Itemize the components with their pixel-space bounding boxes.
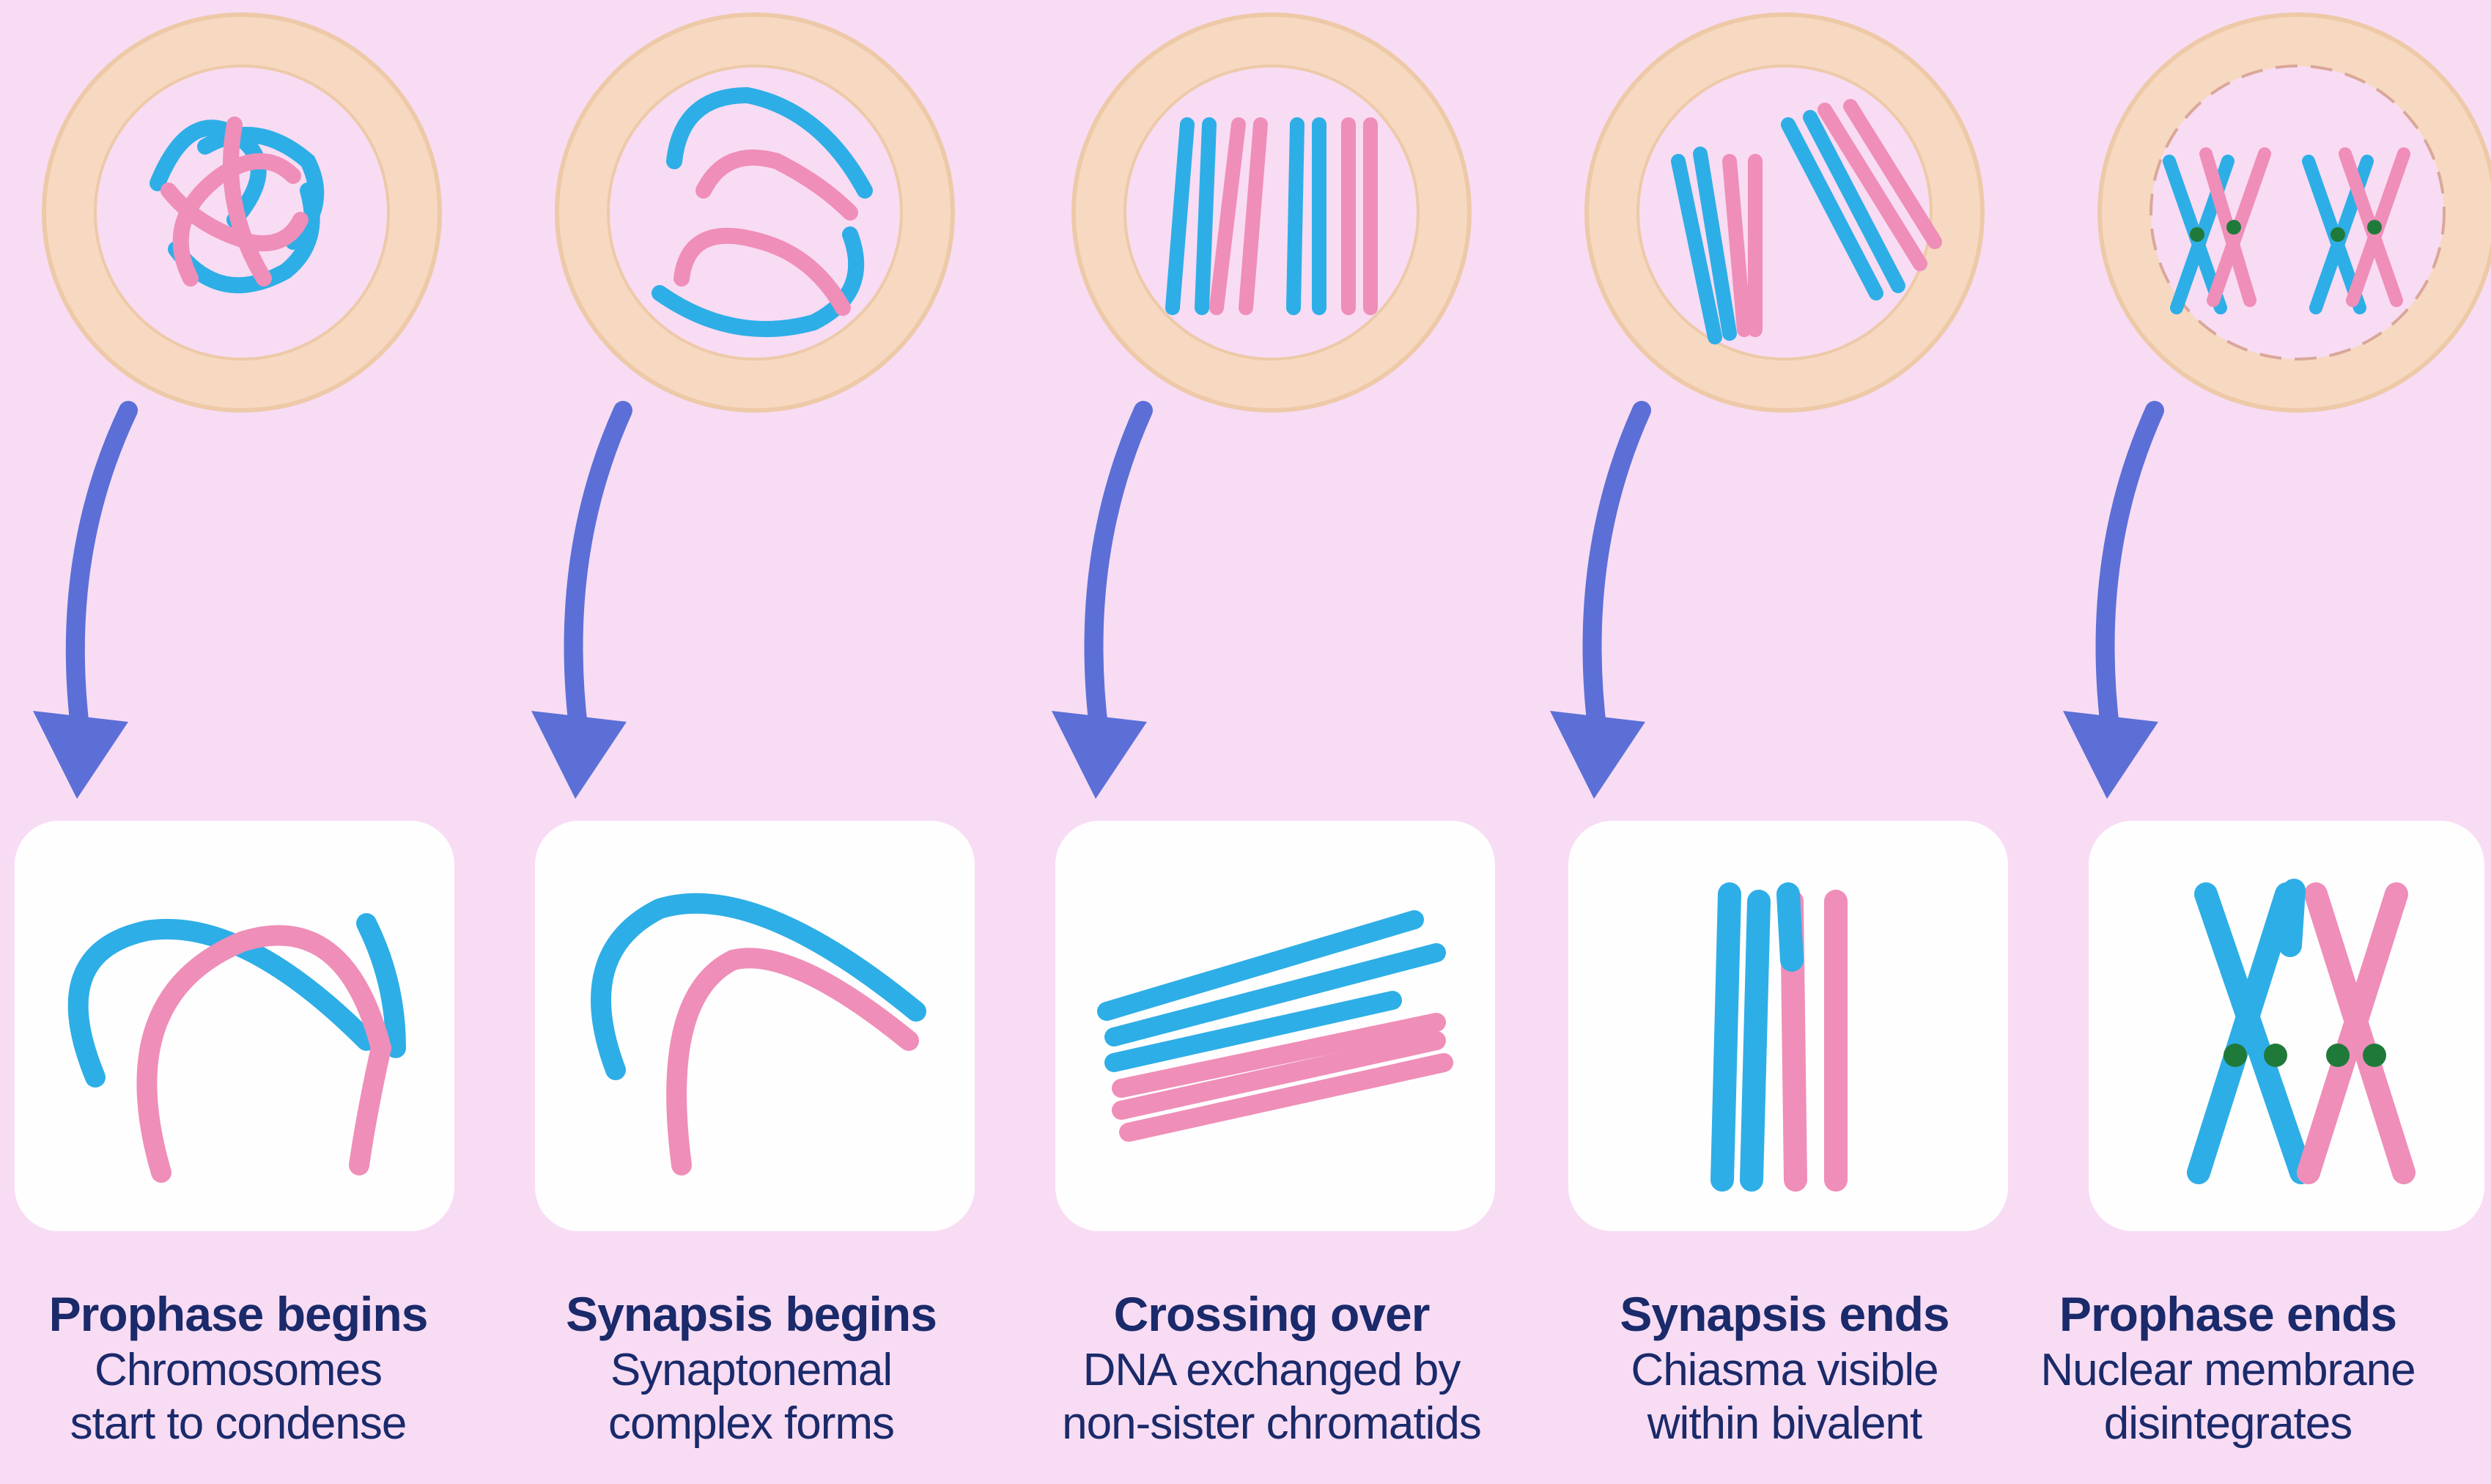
stage-1-caption: Prophase begins Chromosomes start to con…	[0, 1286, 495, 1450]
stage-1-panel	[15, 821, 454, 1231]
stage-2-title: Synapsis begins	[495, 1286, 1008, 1343]
stage-3-caption: Crossing over DNA exchanged by non-siste…	[1015, 1286, 1528, 1450]
stage-5-cell	[2100, 15, 2491, 410]
stage-3-desc-line1: DNA exchanged by	[1015, 1343, 1528, 1397]
stage-5-arrow	[2106, 410, 2155, 733]
stage-2-cell	[557, 15, 953, 410]
stage-1-arrow	[75, 410, 128, 733]
stage-5-arrowhead	[2063, 711, 2158, 799]
stage-4-arrowhead	[1550, 711, 1645, 799]
stage-1-desc-line2: start to condense	[0, 1397, 495, 1450]
stage-5-caption: Prophase ends Nuclear membrane disintegr…	[1971, 1286, 2484, 1450]
stage-2-caption: Synapsis begins Synaptonemal complex for…	[495, 1286, 1008, 1450]
stage-3-arrow	[1094, 410, 1144, 733]
stage-3-title: Crossing over	[1015, 1286, 1528, 1343]
stage-1-cell	[44, 15, 440, 410]
stage-1-arrowhead	[33, 711, 128, 799]
stage-5-panel	[2089, 821, 2484, 1231]
stage-4-panel	[1568, 821, 2008, 1231]
stage-3-panel	[1055, 821, 1495, 1231]
stage-4-title: Synapsis ends	[1528, 1286, 2041, 1343]
stage-3-desc-line2: non-sister chromatids	[1015, 1397, 1528, 1450]
stage-2-arrow	[574, 410, 624, 733]
stage-4-caption: Synapsis ends Chiasma visible within biv…	[1528, 1286, 2041, 1450]
stage-4-desc-line2: within bivalent	[1528, 1397, 2041, 1450]
stage-3-arrowhead	[1052, 711, 1147, 799]
stage-2-desc-line1: Synaptonemal	[495, 1343, 1008, 1397]
stage-5-desc-line1: Nuclear membrane	[1971, 1343, 2484, 1397]
stage-5-desc-line2: disintegrates	[1971, 1397, 2484, 1450]
stage-5-title: Prophase ends	[1971, 1286, 2484, 1343]
stage-2-arrowhead	[531, 711, 627, 799]
stage-4-desc-line1: Chiasma visible	[1528, 1343, 2041, 1397]
stage-1-title: Prophase begins	[0, 1286, 495, 1343]
stage-2-panel	[535, 821, 975, 1231]
stage-1-desc-line1: Chromosomes	[0, 1343, 495, 1397]
stage-4-arrow	[1593, 410, 1642, 733]
stage-3-cell	[1074, 15, 1469, 410]
stage-4-cell	[1587, 15, 1982, 410]
stage-2-desc-line2: complex forms	[495, 1397, 1008, 1450]
